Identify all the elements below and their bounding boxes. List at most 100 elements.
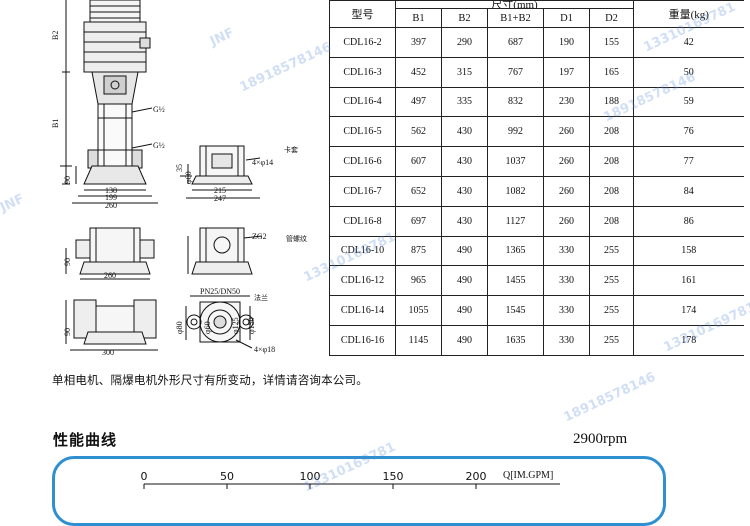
header-b1: B1 (395, 8, 442, 28)
cell-b2: 490 (441, 324, 488, 356)
cell-d2: 208 (588, 175, 635, 207)
cell-d2: 255 (588, 265, 635, 297)
cell-b1: 497 (395, 86, 442, 118)
cell-model: CDL16-10 (329, 235, 396, 267)
cell-d1: 197 (543, 56, 590, 88)
axis-tick-label: 150 (382, 470, 404, 483)
cell-model: CDL16-12 (329, 265, 396, 297)
footnote: 单相电机、隔爆电机外形尺寸有所变动，详情请咨询本公司。 (52, 373, 368, 387)
cell-b1-plus-b2: 832 (487, 86, 544, 118)
cell-weight: 161 (633, 265, 744, 297)
cell-b1-plus-b2: 767 (487, 56, 544, 88)
label-pipe-thread: 管螺纹 (286, 234, 307, 243)
dim-260-view2: 260 (104, 271, 116, 280)
cell-weight: 59 (633, 86, 744, 118)
cell-b2: 430 (441, 146, 488, 177)
label-zg2: ZG2 (252, 232, 267, 241)
cell-b1-plus-b2: 1455 (487, 265, 544, 297)
dim-300: 300 (102, 348, 114, 357)
cell-b2: 430 (441, 116, 488, 148)
cell-b1: 1055 (395, 295, 442, 326)
cell-b2: 430 (441, 205, 488, 237)
header-dimensions: 尺寸(mm) (394, 0, 635, 9)
cell-weight: 42 (633, 27, 744, 58)
cell-d2: 255 (588, 324, 635, 356)
cell-model: CDL16-8 (329, 205, 396, 237)
cell-d1: 230 (543, 86, 590, 118)
cell-weight: 178 (633, 324, 744, 356)
cell-b1-plus-b2: 1082 (487, 175, 544, 207)
label-4x18: 4×φ18 (254, 345, 275, 354)
dimension-drawings: B2 B1 G½ G½ 90 138 199 260 35 φ60 215 24… (51, 0, 307, 357)
axis-tick-label: 0 (140, 470, 148, 483)
cell-weight: 86 (633, 205, 744, 237)
dim-35: 35 (175, 164, 184, 172)
cell-d1: 330 (543, 324, 590, 356)
cell-weight: 174 (633, 295, 744, 326)
label-flange: 法兰 (254, 293, 268, 302)
cell-d1: 330 (543, 235, 590, 267)
cell-b2: 490 (441, 265, 488, 297)
label-pn25-dn50: PN25/DN50 (200, 287, 240, 296)
performance-curve-title: 性能曲线 (53, 431, 118, 449)
cell-d1: 330 (543, 295, 590, 326)
cell-b2: 315 (441, 56, 488, 88)
header-b2: B2 (441, 8, 488, 28)
dim-phi125: φ125 (231, 317, 240, 334)
axis-tick-label: 200 (465, 470, 487, 483)
cell-model: CDL16-7 (329, 175, 396, 207)
dim-215: 215 (214, 186, 226, 195)
cell-d1: 260 (543, 205, 590, 237)
cell-d1: 330 (543, 265, 590, 297)
header-model: 型号 (329, 0, 396, 28)
axis-unit: Q[IM.GPM] (503, 470, 554, 481)
cell-b2: 430 (441, 175, 488, 207)
cell-b1: 607 (395, 146, 442, 177)
cell-d2: 155 (588, 27, 635, 58)
cell-model: CDL16-4 (329, 86, 396, 118)
cell-b1-plus-b2: 992 (487, 116, 544, 148)
dim-phi60-flange: φ60 (203, 321, 212, 334)
dim-90: 90 (63, 176, 72, 184)
cell-b2: 490 (441, 235, 488, 267)
cell-d2: 165 (588, 56, 635, 88)
cell-d2: 255 (588, 295, 635, 326)
header-d2: D2 (588, 8, 635, 28)
header-b1-plus-b2: B1+B2 (487, 8, 544, 28)
cell-b2: 335 (441, 86, 488, 118)
cell-d2: 208 (588, 205, 635, 237)
dim-90-view2: 90 (63, 258, 72, 266)
header-d1: D1 (543, 8, 590, 28)
dim-247: 247 (214, 194, 226, 203)
cell-model: CDL16-5 (329, 116, 396, 148)
performance-curve-panel (52, 456, 666, 526)
cell-b1-plus-b2: 1127 (487, 205, 544, 237)
label-kataoa: 卡套 (284, 145, 298, 154)
cell-weight: 77 (633, 146, 744, 177)
axis-tick-label: 100 (299, 470, 321, 483)
cell-b1: 965 (395, 265, 442, 297)
cell-b1: 1145 (395, 324, 442, 356)
cell-weight: 76 (633, 116, 744, 148)
cell-d2: 208 (588, 116, 635, 148)
cell-b1-plus-b2: 1635 (487, 324, 544, 356)
header-weight: 重量(kg) (633, 0, 744, 28)
label-g-half-top: G½ (153, 105, 165, 114)
dim-90-view4: 90 (63, 328, 72, 336)
cell-d2: 188 (588, 86, 635, 118)
dim-138: 138 (105, 186, 117, 195)
cell-b1: 397 (395, 27, 442, 58)
cell-weight: 84 (633, 175, 744, 207)
cell-weight: 50 (633, 56, 744, 88)
axis-tick-label: 50 (220, 470, 234, 483)
cell-d1: 260 (543, 116, 590, 148)
cell-d1: 190 (543, 27, 590, 58)
